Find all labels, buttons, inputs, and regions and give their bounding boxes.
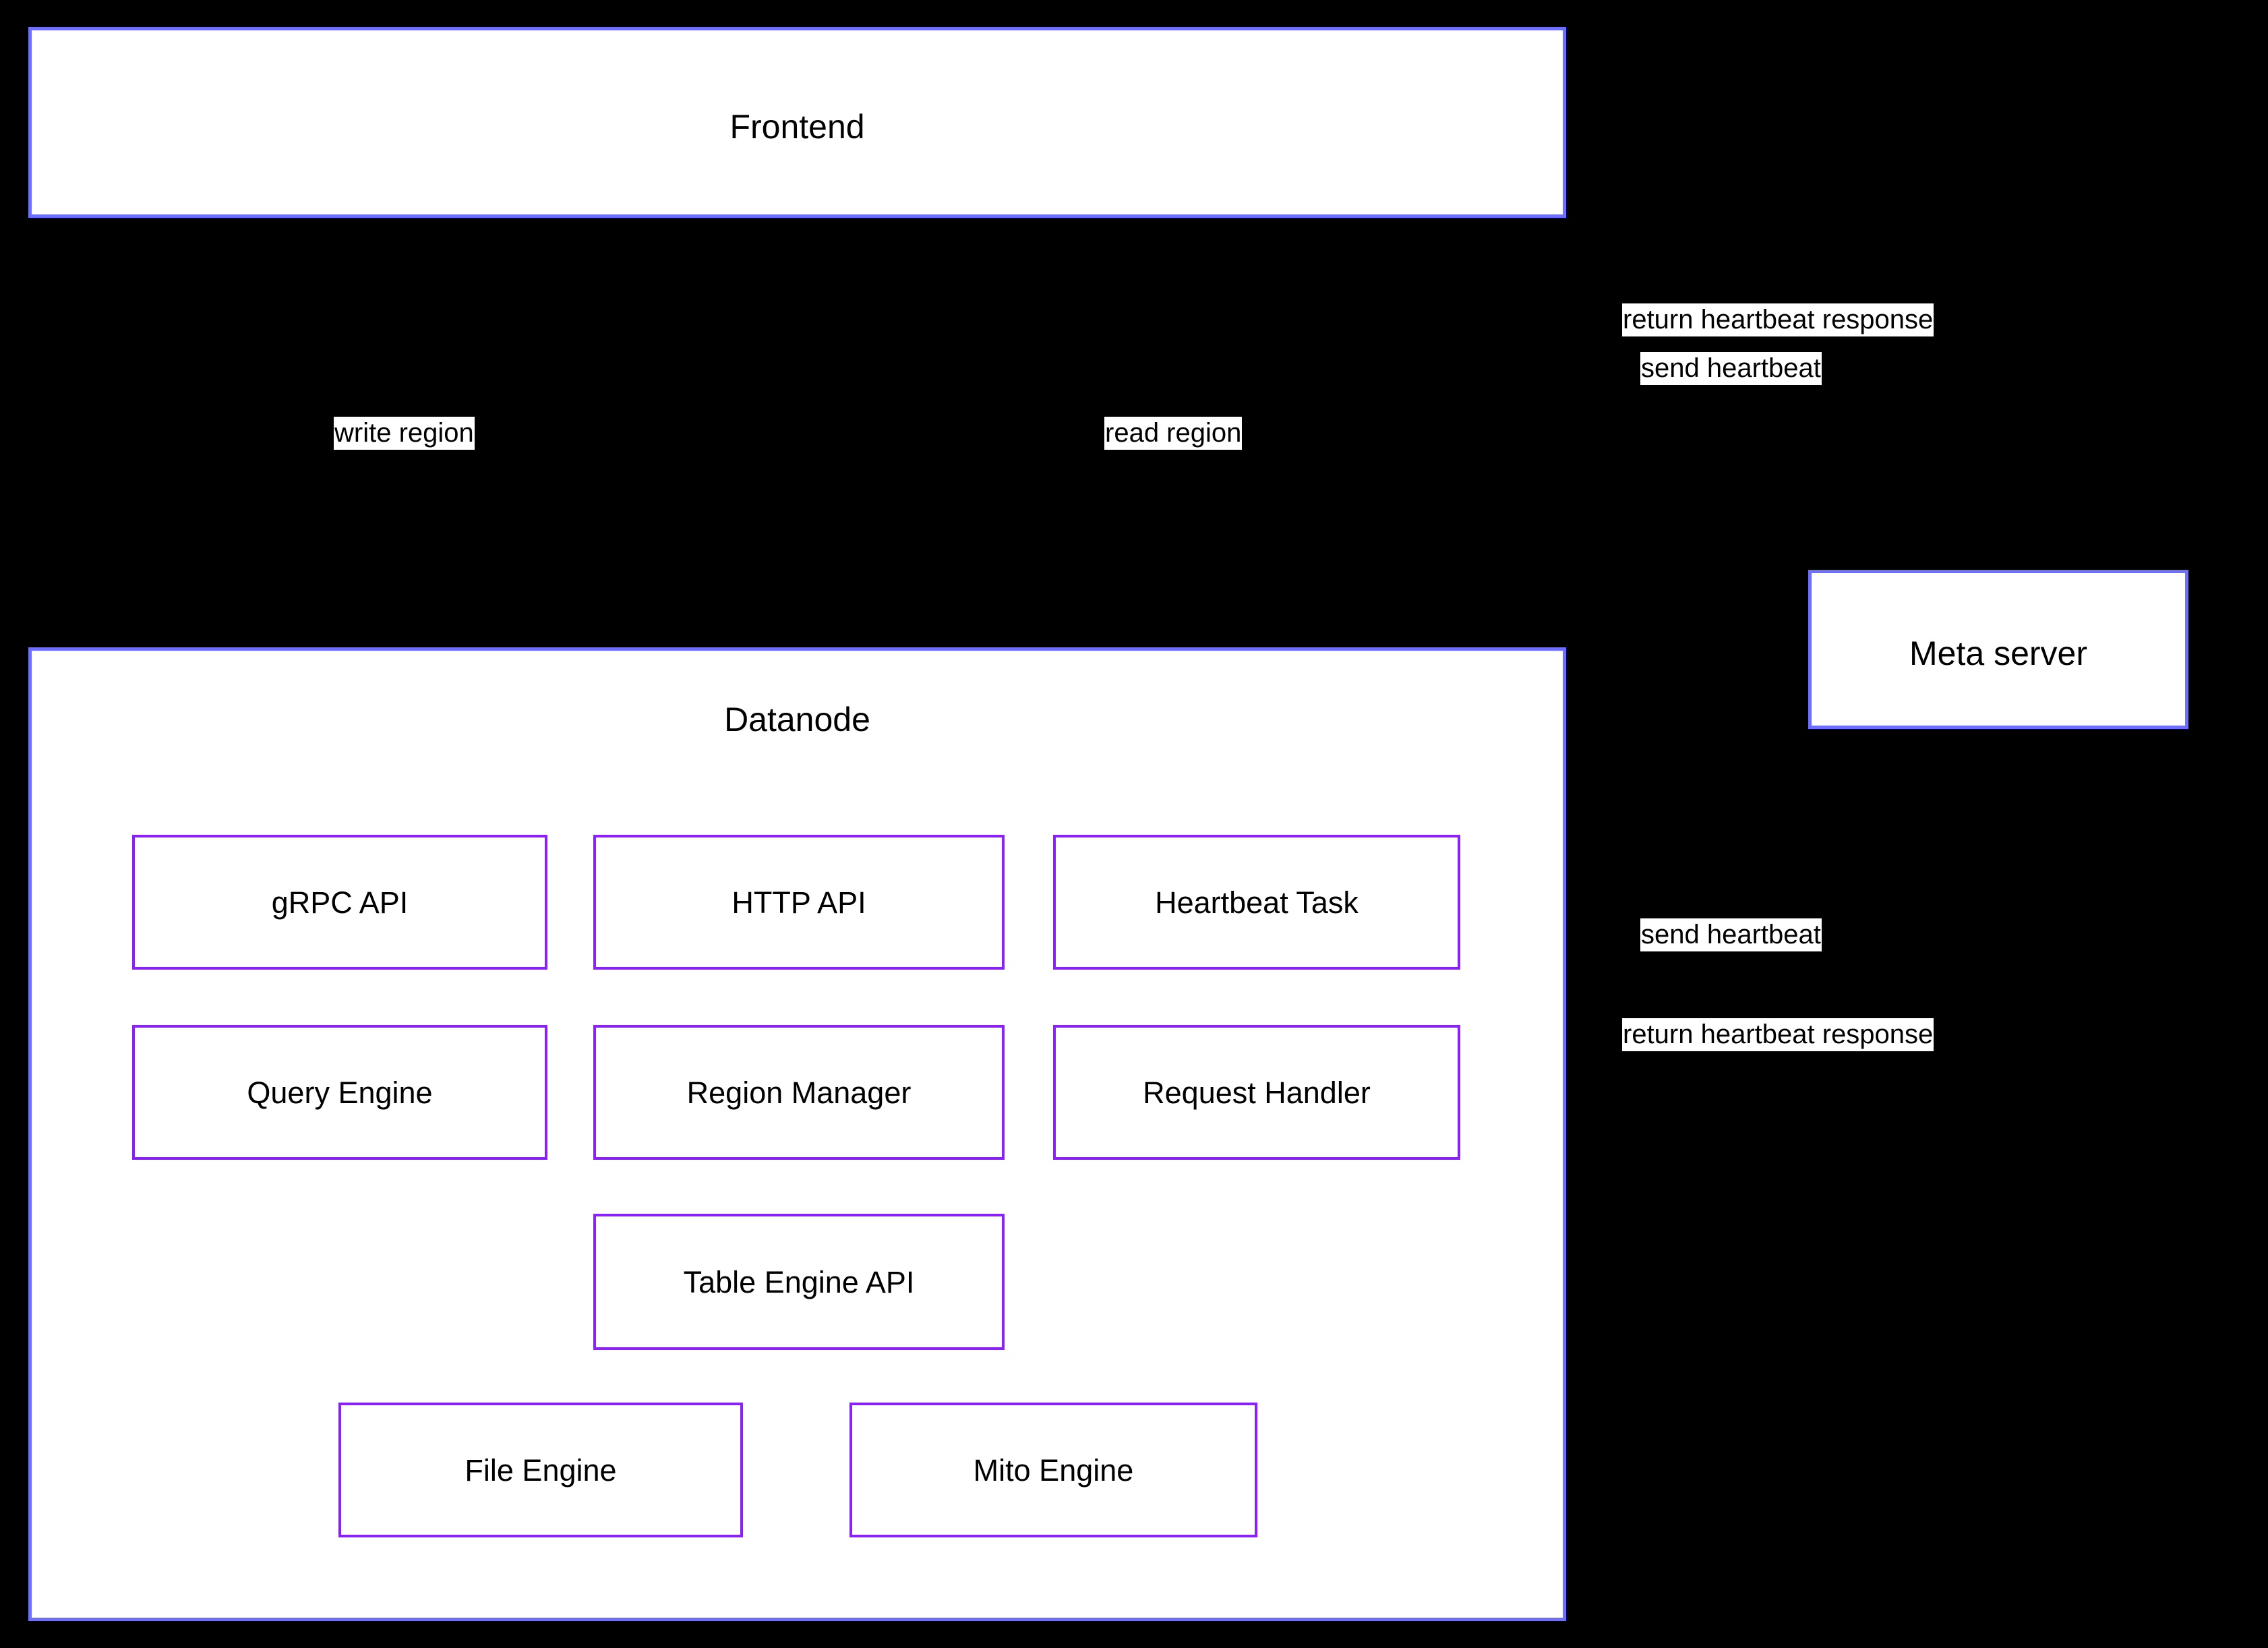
component-label: HTTP API	[732, 885, 866, 920]
component-file-engine[interactable]: File Engine	[338, 1403, 743, 1537]
component-label: Mito Engine	[973, 1452, 1134, 1488]
edge-label-frontend-send-heartbeat: send heartbeat	[1640, 352, 1822, 385]
datanode-title: Datanode	[724, 701, 870, 738]
edge-label-read-region: read region	[1104, 417, 1243, 450]
component-request-handler[interactable]: Request Handler	[1053, 1025, 1460, 1160]
component-label: Region Manager	[686, 1075, 912, 1110]
component-region-manager[interactable]: Region Manager	[593, 1025, 1005, 1160]
component-label: gRPC API	[271, 885, 409, 920]
meta-server-title: Meta server	[1909, 635, 2087, 672]
frontend-title: Frontend	[729, 108, 865, 146]
edge-label-frontend-return-heartbeat-response: return heartbeat response	[1622, 303, 1934, 336]
component-query-engine[interactable]: Query Engine	[132, 1025, 547, 1160]
component-grpc-api[interactable]: gRPC API	[132, 835, 547, 970]
edge-label-write-region: write region	[334, 417, 475, 450]
component-http-api[interactable]: HTTP API	[593, 835, 1005, 970]
component-label: Heartbeat Task	[1155, 885, 1359, 920]
component-label: Table Engine API	[683, 1264, 915, 1299]
edge-label-datanode-send-heartbeat: send heartbeat	[1640, 918, 1822, 951]
component-heartbeat-task[interactable]: Heartbeat Task	[1053, 835, 1460, 970]
component-label: File Engine	[465, 1452, 617, 1488]
edge-label-datanode-return-heartbeat-response: return heartbeat response	[1622, 1018, 1934, 1051]
component-label: Query Engine	[247, 1075, 433, 1110]
frontend-box[interactable]: Frontend	[28, 27, 1566, 218]
component-table-engine-api[interactable]: Table Engine API	[593, 1214, 1005, 1350]
meta-server-box[interactable]: Meta server	[1808, 570, 2188, 729]
component-mito-engine[interactable]: Mito Engine	[849, 1403, 1257, 1537]
component-label: Request Handler	[1143, 1075, 1371, 1110]
